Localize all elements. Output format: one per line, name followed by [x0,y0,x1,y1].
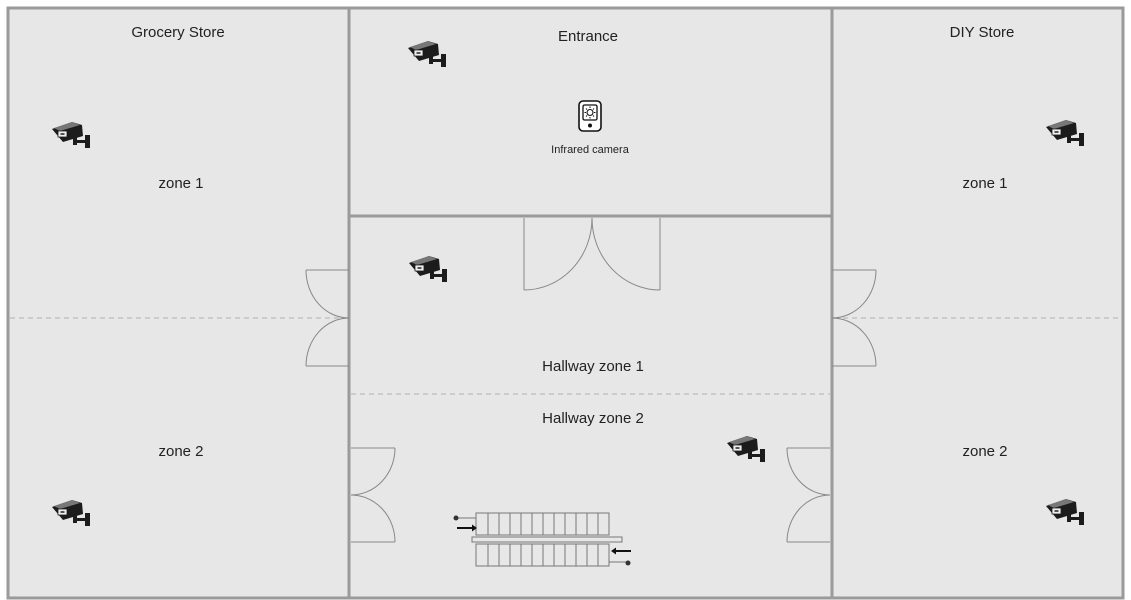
diy-zone-1-label: zone 1 [962,175,1008,192]
diy-store-title: DIY Store [949,24,1015,41]
diy-zone-2-label: zone 2 [962,443,1008,460]
grocery-store-room [6,6,351,600]
entrance-title: Entrance [557,28,619,45]
hallway-room [347,214,834,600]
grocery-store-title: Grocery Store [131,24,225,41]
grocery-zone-1-label: zone 1 [158,175,204,192]
infrared-camera-label: Infrared camera [551,144,629,156]
diy-store-room [830,6,1125,600]
door-icon [305,217,877,543]
grocery-zone-2-label: zone 2 [158,443,204,460]
hallway-zone-1-label: Hallway zone 1 [542,358,644,375]
escalator-icon [453,512,631,567]
infrared-camera-icon [578,100,602,132]
hallway-zone-2-label: Hallway zone 2 [542,410,644,427]
